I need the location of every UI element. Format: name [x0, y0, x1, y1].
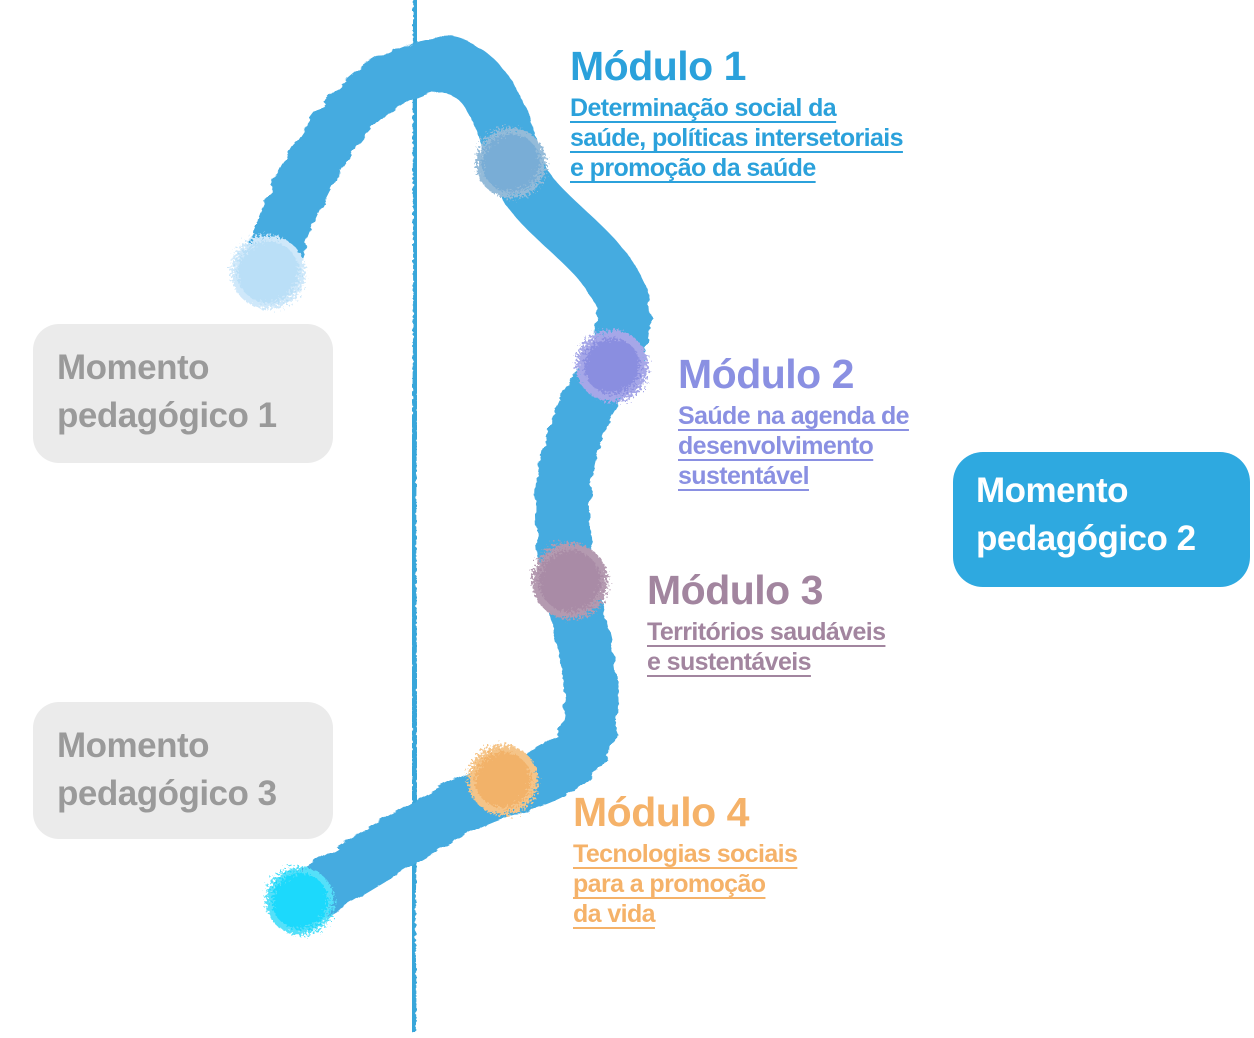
module-1-link-line-3[interactable]: e promoção da saúde — [570, 154, 816, 182]
module-2-link[interactable]: Saúde na agenda de desenvolvimento suste… — [678, 401, 910, 491]
module-4-link-line-3[interactable]: da vida — [573, 900, 656, 928]
module-1-title: Módulo 1 — [570, 43, 746, 89]
module-1-link-line-2[interactable]: saúde, políticas intersetoriais — [570, 124, 904, 152]
module-4-link-line-2[interactable]: para a promoção — [573, 870, 766, 898]
momento-pedagogico-3-box: Momento pedagógico 3 — [33, 702, 333, 839]
momento-2-line-1: Momento — [976, 471, 1129, 510]
module-3-block: Módulo 3 Territórios saudáveis e sustent… — [647, 567, 886, 677]
module-3-dot — [532, 543, 608, 619]
module-2-title: Módulo 2 — [678, 351, 854, 397]
module-2-link-line-3[interactable]: sustentável — [678, 462, 810, 490]
momento-pedagogico-1-box: Momento pedagógico 1 — [33, 324, 333, 463]
module-4-link-line-1[interactable]: Tecnologias sociais — [573, 840, 798, 868]
module-1-block: Módulo 1 Determinação social da saúde, p… — [570, 43, 904, 183]
module-4-link[interactable]: Tecnologias sociais para a promoção da v… — [573, 839, 798, 929]
module-3-link[interactable]: Territórios saudáveis e sustentáveis — [647, 617, 886, 677]
module-2-link-line-1[interactable]: Saúde na agenda de — [678, 402, 910, 430]
module-2-block: Módulo 2 Saúde na agenda de desenvolvime… — [678, 351, 910, 491]
module-2-link-line-2[interactable]: desenvolvimento — [678, 432, 874, 460]
learning-path — [241, 37, 651, 925]
timeline-axis-line — [410, 0, 419, 1033]
path-end-dot — [266, 867, 334, 935]
module-1-link[interactable]: Determinação social da saúde, políticas … — [570, 93, 904, 183]
module-1-link-line-1[interactable]: Determinação social da — [570, 94, 837, 122]
module-4-block: Módulo 4 Tecnologias sociais para a prom… — [573, 789, 798, 929]
momento-1-line-2: pedagógico 1 — [57, 396, 277, 435]
module-4-dot — [468, 745, 538, 815]
module-3-link-line-2[interactable]: e sustentáveis — [647, 648, 812, 676]
module-3-link-line-1[interactable]: Territórios saudáveis — [647, 618, 886, 646]
momento-pedagogico-2-box: Momento pedagógico 2 — [953, 452, 1250, 587]
momento-3-line-2: pedagógico 3 — [57, 774, 277, 813]
module-4-title: Módulo 4 — [573, 789, 749, 835]
momento-1-line-1: Momento — [57, 348, 210, 387]
module-3-title: Módulo 3 — [647, 567, 823, 613]
path-start-dot — [231, 235, 305, 309]
module-2-dot — [576, 330, 648, 402]
momento-3-line-1: Momento — [57, 726, 210, 765]
momento-2-line-2: pedagógico 2 — [976, 519, 1196, 558]
module-1-dot — [476, 128, 546, 198]
